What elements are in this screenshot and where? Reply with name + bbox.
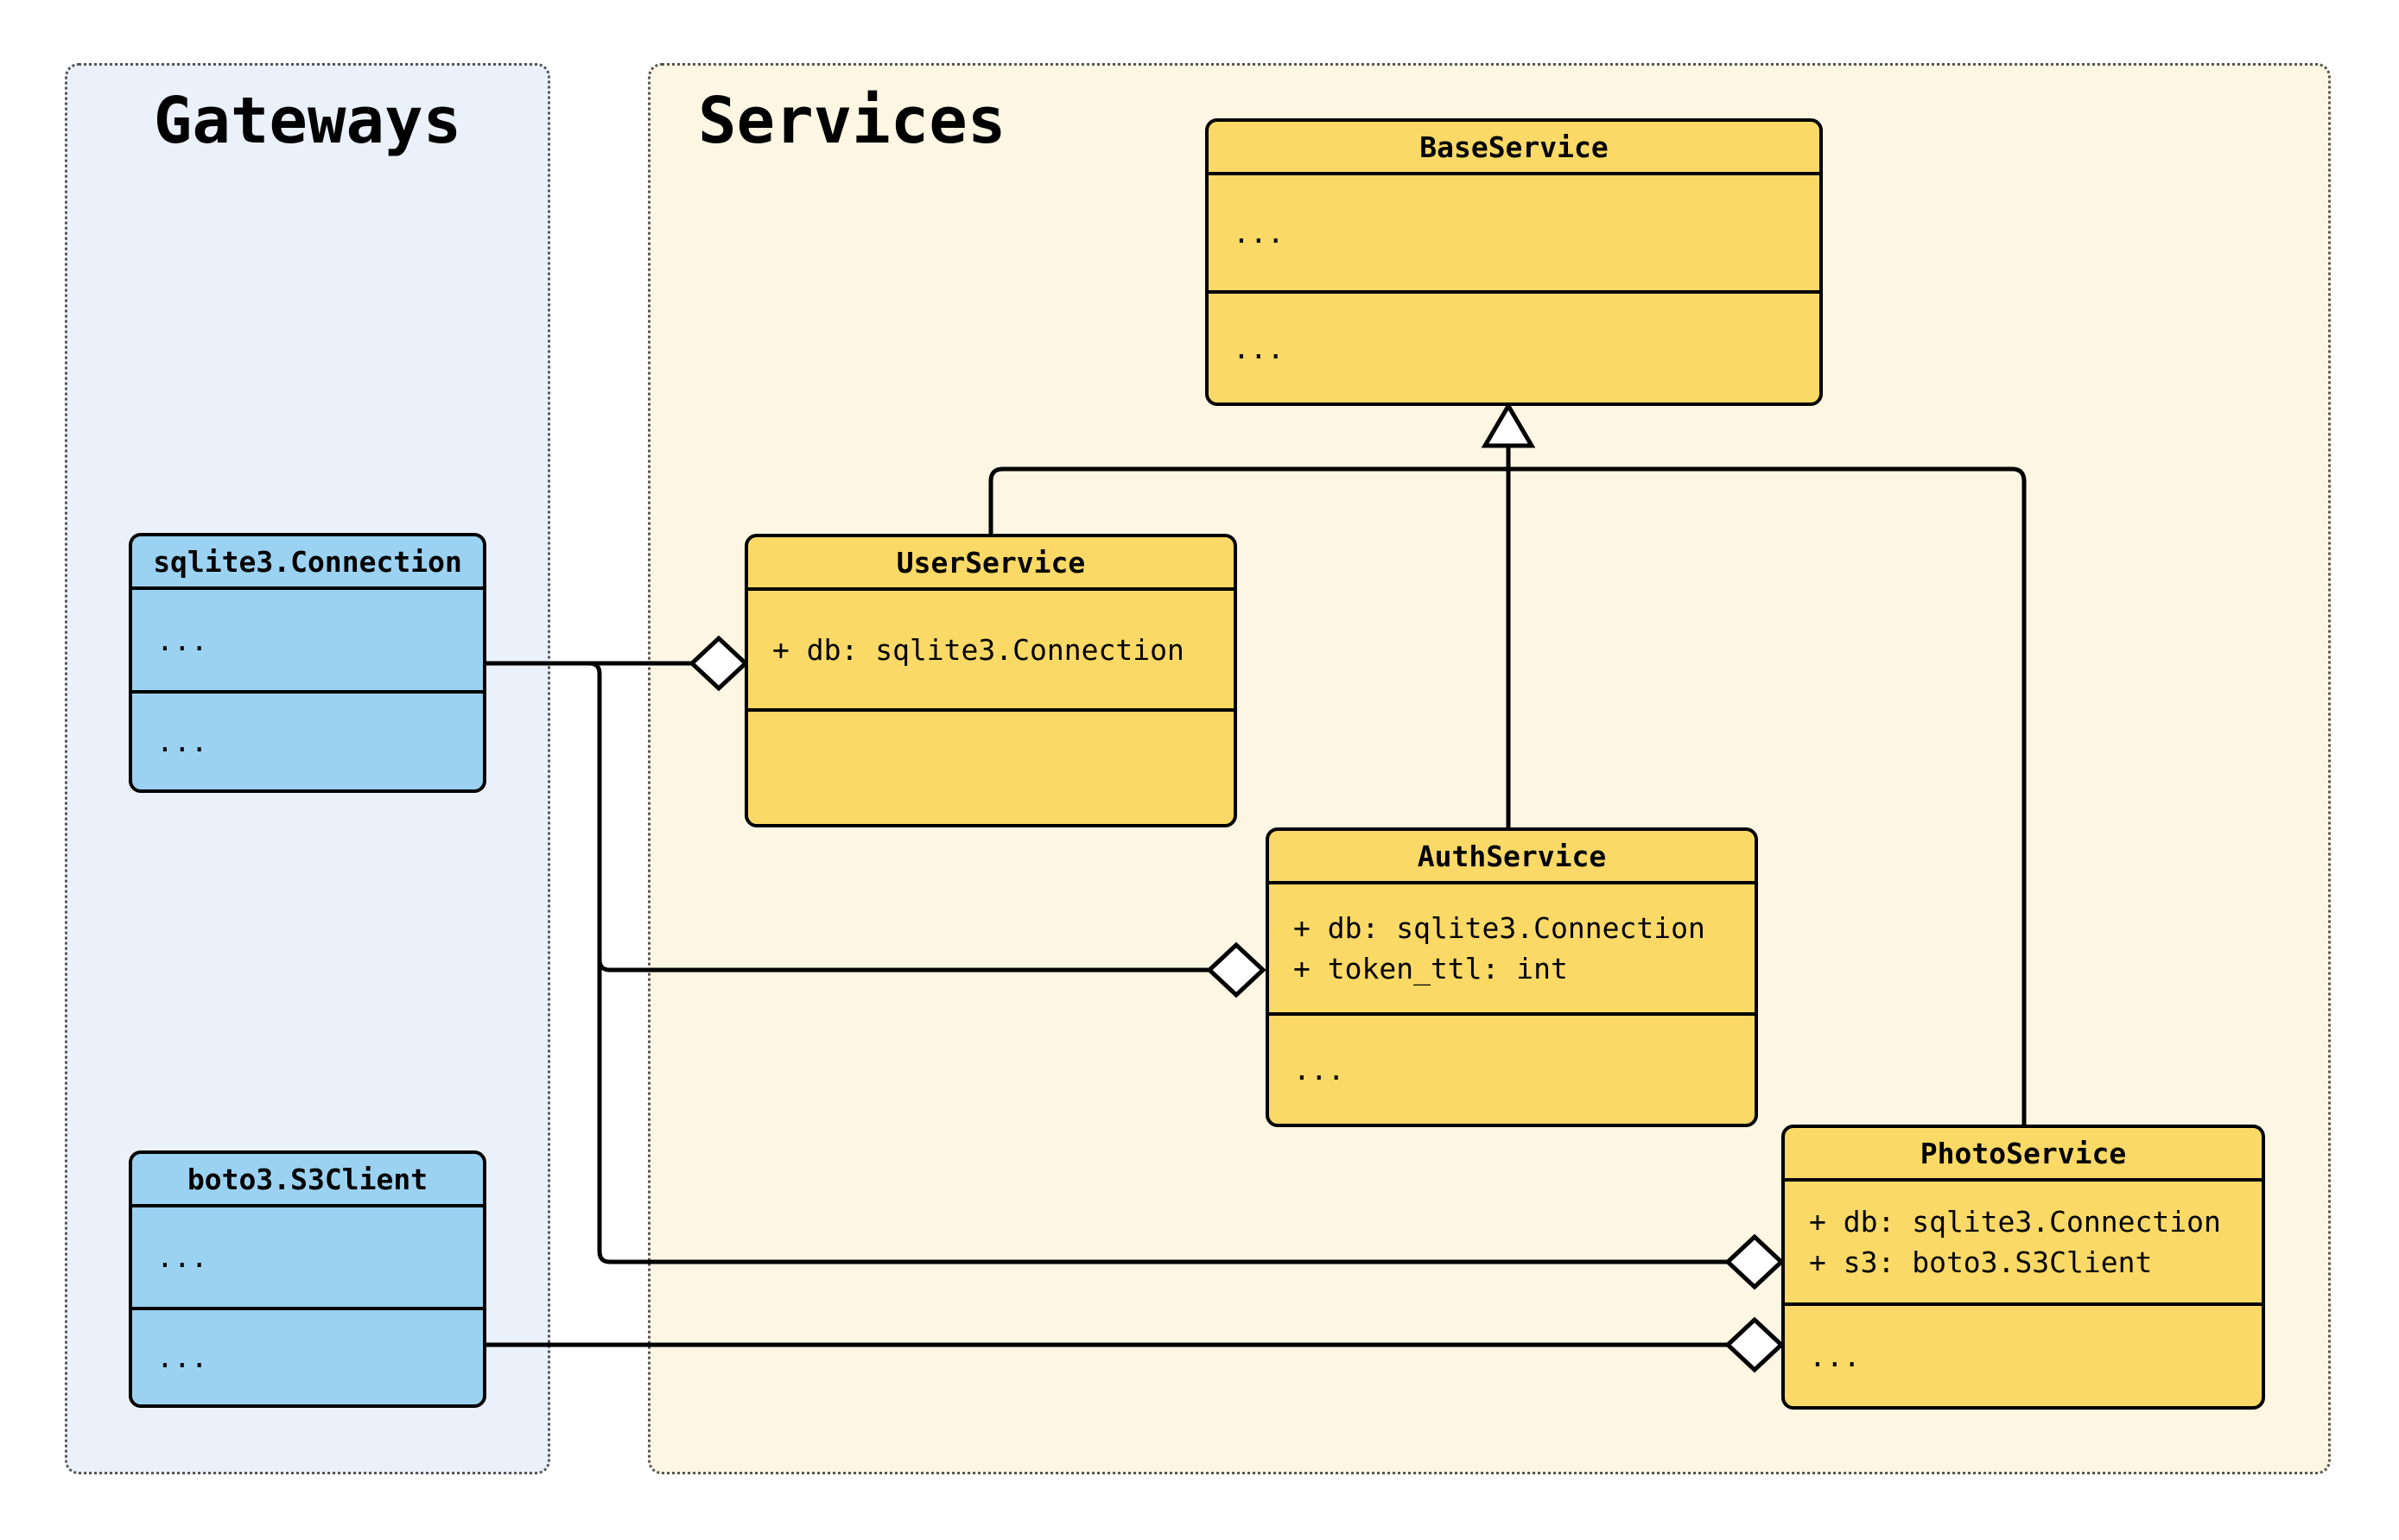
class-title: boto3.S3Client	[132, 1154, 483, 1207]
aggregation-diamond-icon-photoservice-s3	[1724, 1316, 1785, 1373]
attribute-row: + token_ttl: int	[1293, 952, 1568, 985]
attribute-row: + db: sqlite3.Connection	[1809, 1205, 2221, 1239]
class-title: UserService	[748, 537, 1234, 591]
class-box-boto3-s3client: boto3.S3Client ... ...	[129, 1150, 486, 1408]
class-box-baseservice: BaseService ... ...	[1205, 118, 1823, 406]
class-box-sqlite3-connection: sqlite3.Connection ... ...	[129, 533, 486, 793]
class-title: BaseService	[1209, 122, 1819, 175]
class-box-authservice: AuthService + db: sqlite3.Connection + t…	[1266, 827, 1758, 1127]
class-methods-section: ...	[1809, 1339, 1861, 1373]
class-methods-section: ...	[156, 725, 208, 758]
class-box-photoservice: PhotoService + db: sqlite3.Connection + …	[1781, 1125, 2265, 1410]
class-methods-section: ...	[1293, 1053, 1345, 1087]
class-methods-section: ...	[1233, 331, 1285, 365]
class-attributes-section: ...	[132, 1207, 483, 1310]
aggregation-diamond-icon-userservice	[689, 635, 749, 692]
aggregation-diamond-icon-photoservice-db	[1724, 1233, 1785, 1290]
aggregation-diamond-icon-authservice	[1206, 941, 1266, 998]
class-title: PhotoService	[1785, 1128, 2262, 1182]
class-attributes-section: ...	[132, 590, 483, 694]
aggregation-edge-sqlite-authservice	[597, 959, 1209, 973]
class-attributes-section: + db: sqlite3.Connection + token_ttl: in…	[1269, 884, 1755, 1016]
class-title: sqlite3.Connection	[132, 536, 483, 590]
class-box-userservice: UserService + db: sqlite3.Connection	[745, 534, 1237, 827]
services-panel-title: Services	[698, 84, 1006, 158]
attribute-row: + db: sqlite3.Connection	[1293, 911, 1705, 945]
class-title: AuthService	[1269, 831, 1755, 884]
class-attributes-section: ...	[1209, 175, 1819, 294]
aggregation-edge-sqlite-trunk-photoservice	[588, 661, 1728, 1264]
class-attributes-section: + db: sqlite3.Connection	[748, 591, 1234, 712]
attribute-row: + s3: boto3.S3Client	[1809, 1245, 2153, 1279]
class-methods-section	[748, 712, 1234, 824]
gateways-panel-title: Gateways	[153, 84, 462, 158]
inheritance-triangle-icon	[1481, 402, 1536, 448]
attribute-row: + db: sqlite3.Connection	[772, 632, 1184, 667]
class-attributes-section: + db: sqlite3.Connection + s3: boto3.S3C…	[1785, 1182, 2262, 1306]
class-methods-section: ...	[156, 1340, 208, 1374]
